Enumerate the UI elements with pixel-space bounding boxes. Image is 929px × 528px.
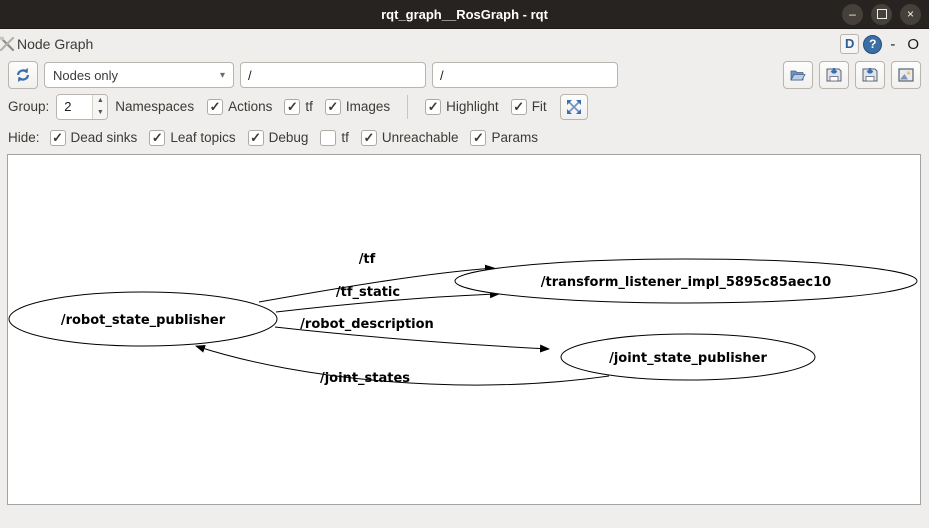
fit-in-view-button[interactable] <box>559 93 588 120</box>
window-titlebar: rqt_graph__RosGraph - rqt – × <box>0 0 929 29</box>
maximize-button[interactable] <box>871 3 892 25</box>
edge-robot_description <box>274 326 550 353</box>
group-label: Group: <box>8 99 50 114</box>
plugin-title: Node Graph <box>17 36 94 52</box>
chevron-down-icon: ▾ <box>219 69 225 81</box>
graph-canvas[interactable]: /tf/tf_static/robot_description/joint_st… <box>7 154 921 505</box>
graph-svg: /tf/tf_static/robot_description/joint_st… <box>8 252 918 386</box>
checked-icon: ✓ <box>207 98 224 115</box>
checkbox-actions[interactable]: ✓ Actions <box>207 98 273 115</box>
folder-icon <box>790 70 806 81</box>
fit-in-view-icon <box>566 99 581 114</box>
checkbox-fit[interactable]: ✓ Fit <box>510 98 547 115</box>
save-svg-icon <box>862 68 878 82</box>
checkbox-label: Unreachable <box>381 130 459 145</box>
plugin-close-button[interactable]: O <box>907 35 919 53</box>
checkbox-highlight[interactable]: ✓ Highlight <box>425 98 499 115</box>
hide-label: Hide: <box>8 130 40 145</box>
checkbox-tf[interactable]: ✓ tf <box>284 98 313 115</box>
maximize-icon <box>876 9 887 19</box>
checked-icon: ✓ <box>247 129 264 146</box>
window-title: rqt_graph__RosGraph - rqt <box>381 6 548 22</box>
node-joint_state_publisher[interactable] <box>560 333 816 381</box>
edge-label: /tf_static <box>336 285 400 300</box>
edge-joint_states <box>195 344 610 386</box>
undock-button[interactable]: - <box>890 35 896 53</box>
checkbox-unreachable[interactable]: ✓ Unreachable <box>360 129 459 146</box>
checkbox-label: tf <box>305 99 313 114</box>
spin-down-icon[interactable]: ▼ <box>93 106 108 119</box>
edge-tf <box>258 264 495 303</box>
unchecked-icon <box>320 129 337 146</box>
checkbox-label: Actions <box>228 99 273 114</box>
checked-icon: ✓ <box>149 129 166 146</box>
toolbar: Nodes only ▾ <box>0 59 929 91</box>
checkbox-label: Highlight <box>446 99 499 114</box>
filter-input-2[interactable] <box>432 62 618 88</box>
refresh-button[interactable] <box>8 61 38 89</box>
checkbox-label: Images <box>345 99 391 114</box>
checkbox-images[interactable]: ✓ Images <box>324 98 391 115</box>
save-image-button[interactable] <box>891 61 921 89</box>
graph-type-dropdown[interactable]: Nodes only ▾ <box>44 62 234 88</box>
tools-icon <box>0 36 15 52</box>
filter-input-1[interactable] <box>240 62 426 88</box>
graph-type-value: Nodes only <box>53 67 119 83</box>
close-button[interactable]: × <box>900 3 921 25</box>
checkbox-label: Debug <box>268 130 309 145</box>
node-label: /joint_state_publisher <box>609 351 767 366</box>
checkbox-leaf-topics[interactable]: ✓ Leaf topics <box>149 129 236 146</box>
checkbox-params[interactable]: ✓ Params <box>470 129 538 146</box>
checked-icon: ✓ <box>360 129 377 146</box>
checkbox-label: tf <box>341 130 349 145</box>
edge-label: /tf <box>359 252 376 267</box>
group-value[interactable] <box>57 94 93 119</box>
node-label: /transform_listener_impl_5895c85aec10 <box>541 275 831 290</box>
edge-tf_static <box>275 290 500 313</box>
save-dot-icon <box>826 68 842 82</box>
checked-icon: ✓ <box>425 98 442 115</box>
plugin-header: Node Graph D ? - O <box>0 29 929 59</box>
edge-label: /joint_states <box>320 371 410 386</box>
node-robot_state_publisher[interactable] <box>8 291 278 347</box>
checkbox-debug[interactable]: ✓ Debug <box>247 129 309 146</box>
spin-up-icon[interactable]: ▲ <box>93 94 108 107</box>
checked-icon: ✓ <box>49 129 66 146</box>
checked-icon: ✓ <box>470 129 487 146</box>
checkbox-label: Leaf topics <box>170 130 236 145</box>
checkbox-tf[interactable]: tf <box>320 129 349 146</box>
checkbox-dead-sinks[interactable]: ✓ Dead sinks <box>49 129 138 146</box>
checkbox-label: Fit <box>531 99 547 114</box>
image-icon <box>898 68 914 82</box>
dock-d-button[interactable]: D <box>839 34 860 54</box>
open-file-button[interactable] <box>783 61 813 89</box>
checked-icon: ✓ <box>510 98 527 115</box>
namespaces-label: Namespaces <box>115 99 195 114</box>
hide-row: Hide: ✓ Dead sinks ✓ Leaf topics ✓ Debug tf ✓ Un… <box>0 122 929 153</box>
group-spinner[interactable]: ▲ ▼ <box>56 93 109 120</box>
edge-label: /robot_description <box>300 317 434 332</box>
minimize-button[interactable]: – <box>842 3 863 25</box>
options-row: Group: ▲ ▼ Namespaces ✓ Actions ✓ tf ✓ Images… <box>0 91 929 122</box>
checked-icon: ✓ <box>324 98 341 115</box>
node-transform_listener[interactable] <box>454 258 918 304</box>
node-label: /robot_state_publisher <box>61 313 226 328</box>
refresh-icon <box>16 68 30 82</box>
checkbox-label: Dead sinks <box>70 130 138 145</box>
checked-icon: ✓ <box>284 98 301 115</box>
checkbox-label: Params <box>491 130 538 145</box>
help-icon[interactable]: ? <box>863 34 883 54</box>
save-dot-button[interactable] <box>819 61 849 89</box>
separator <box>407 94 409 119</box>
save-svg-button[interactable] <box>855 61 885 89</box>
